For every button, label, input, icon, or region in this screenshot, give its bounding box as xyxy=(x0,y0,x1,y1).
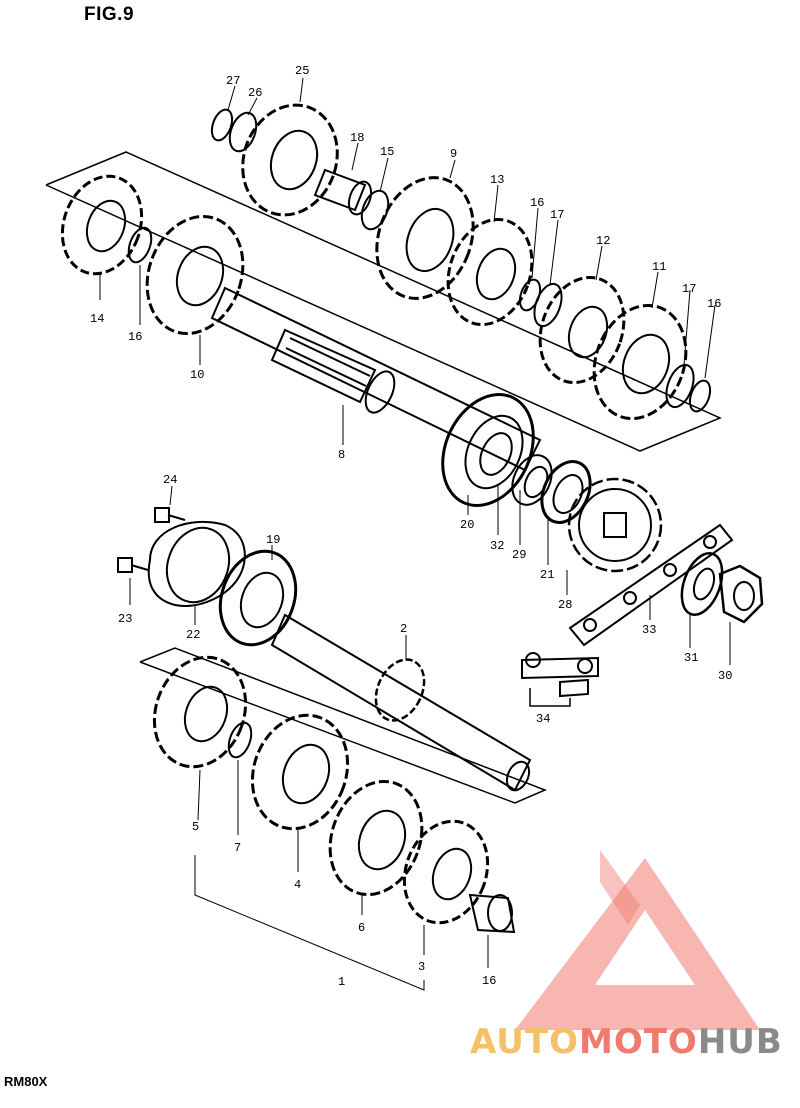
seal-21 xyxy=(540,460,592,524)
bearing-20 xyxy=(441,393,535,507)
washer-26 xyxy=(228,111,258,153)
label-13: 13 xyxy=(490,173,504,187)
label-2: 2 xyxy=(400,622,407,636)
label-16-d: 16 xyxy=(482,974,496,988)
part-labels: 27 26 25 18 15 9 13 16 17 12 11 17 16 14… xyxy=(90,64,732,989)
label-16-a: 16 xyxy=(530,196,544,210)
label-27: 27 xyxy=(226,74,240,88)
model-code: RM80X xyxy=(4,1074,48,1089)
washer-15 xyxy=(360,189,390,231)
nut-30 xyxy=(718,564,764,624)
gear-25 xyxy=(241,103,339,217)
upper-group-outline xyxy=(45,151,722,452)
label-17-a: 17 xyxy=(550,208,564,222)
label-4: 4 xyxy=(294,878,301,892)
lock-washer-31 xyxy=(680,552,724,616)
bushing-16 xyxy=(468,893,516,934)
gear-14 xyxy=(60,174,144,276)
label-8: 8 xyxy=(338,448,345,462)
label-19: 19 xyxy=(266,533,280,547)
watermark-part-3: HUB xyxy=(697,1022,783,1062)
label-34: 34 xyxy=(536,712,550,726)
drive-chain-33 xyxy=(568,523,734,647)
watermark-text: AUTOMOTOHUB xyxy=(470,1022,783,1062)
leader-lines xyxy=(99,77,731,991)
watermark-part-2: MOTO xyxy=(578,1022,698,1062)
label-17-b: 17 xyxy=(682,282,696,296)
label-10: 10 xyxy=(190,368,204,382)
label-11: 11 xyxy=(652,260,666,274)
label-20: 20 xyxy=(460,518,474,532)
label-18: 18 xyxy=(350,131,364,145)
bearing-18 xyxy=(313,168,373,216)
label-9: 9 xyxy=(450,147,457,161)
label-32: 32 xyxy=(490,539,504,553)
gear-5 xyxy=(152,655,248,769)
bolt-23 xyxy=(117,557,149,573)
gear-13 xyxy=(446,217,534,327)
label-16-c: 16 xyxy=(128,330,142,344)
label-29: 29 xyxy=(512,548,526,562)
gear-9 xyxy=(375,176,475,300)
gear-10 xyxy=(145,214,245,336)
label-33: 33 xyxy=(642,623,656,637)
gear-6 xyxy=(328,779,424,897)
lower-group-outline xyxy=(139,647,547,804)
retainer-plate-22 xyxy=(147,520,246,607)
label-21: 21 xyxy=(540,568,554,582)
watermark-part-1: AUTO xyxy=(470,1022,579,1062)
label-25: 25 xyxy=(295,64,309,78)
washer-17b xyxy=(665,363,695,409)
label-24: 24 xyxy=(163,473,177,487)
gear-11 xyxy=(592,303,688,421)
label-26: 26 xyxy=(248,86,262,100)
sprocket-28 xyxy=(567,477,663,573)
label-28: 28 xyxy=(558,598,572,612)
label-7: 7 xyxy=(234,841,241,855)
gear-4 xyxy=(250,713,350,831)
label-23: 23 xyxy=(118,612,132,626)
label-14: 14 xyxy=(90,312,104,326)
label-15: 15 xyxy=(380,145,394,159)
label-16-b: 16 xyxy=(707,297,721,311)
gear-12 xyxy=(538,275,626,385)
bearing-19 xyxy=(218,549,298,647)
automotohub-logo-mark xyxy=(515,850,760,1030)
mainshaft-2 xyxy=(270,613,532,792)
gear-3 xyxy=(402,819,490,925)
circlip-7 xyxy=(227,721,253,759)
label-12: 12 xyxy=(596,234,610,248)
label-31: 31 xyxy=(684,651,698,665)
label-30: 30 xyxy=(718,669,732,683)
label-1: 1 xyxy=(338,975,345,989)
label-3: 3 xyxy=(418,960,425,974)
label-5: 5 xyxy=(192,820,199,834)
bolt-24 xyxy=(154,507,186,523)
circlip-16c xyxy=(127,226,153,264)
chain-joint-34 xyxy=(521,652,599,707)
circlip-16b xyxy=(688,379,712,413)
figure-title: FIG.9 xyxy=(84,4,135,25)
label-6: 6 xyxy=(358,921,365,935)
circlip-27 xyxy=(210,108,234,142)
label-22: 22 xyxy=(186,628,200,642)
